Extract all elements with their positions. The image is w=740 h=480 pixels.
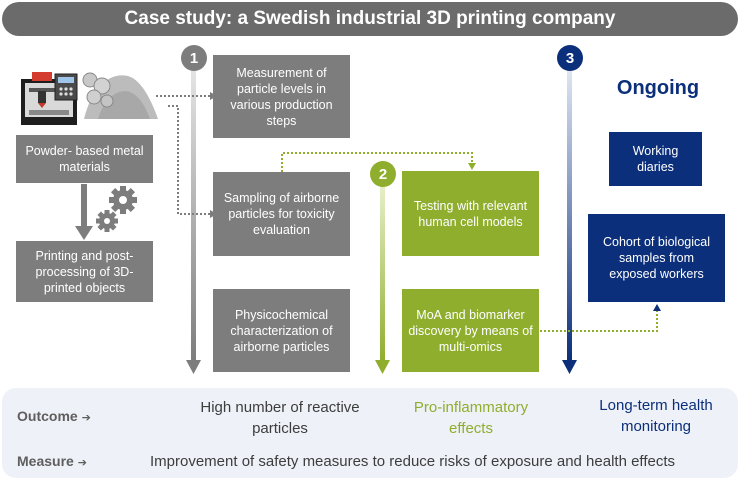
physicochemical-label: Physicochemical characterization of airb… — [230, 307, 333, 354]
measure-row-label: Measure ➔ — [17, 453, 87, 469]
cohort-arrowhead — [653, 304, 661, 311]
outcome-particles: High number of reactive particles — [200, 399, 360, 437]
testing-arrowhead — [468, 163, 476, 170]
outcome-inflammatory: Pro-inflammatory effects — [413, 399, 529, 437]
materials-to-printing-arrow — [75, 184, 93, 240]
cell-model-testing-label: Testing with relevant human cell models — [413, 198, 528, 229]
cell-model-testing-box: Testing with relevant human cell models — [402, 171, 539, 256]
measurement-box: Measurement of particle levels in variou… — [213, 55, 350, 138]
printing-postprocessing-label: Printing and post-processing of 3D-print… — [35, 248, 134, 295]
diagram-title: Case study: a Swedish industrial 3D prin… — [2, 2, 738, 36]
powder-metal-materials-box: Powder- based metal materials — [16, 135, 153, 183]
measure-arrow-icon: ➔ — [77, 457, 87, 469]
step-1-badge: 1 — [181, 45, 207, 71]
3d-printer-icon — [21, 72, 78, 125]
printing-postprocessing-box: Printing and post-processing of 3D-print… — [16, 241, 153, 302]
measure-text: Improvement of safety measures to reduce… — [150, 453, 675, 470]
dotted-connector-sampling-to-testing — [281, 152, 473, 172]
sampling-label: Sampling of airborne particles for toxic… — [223, 191, 340, 237]
outcome-arrow-icon: ➔ — [81, 412, 91, 424]
timeline-arrow-2 — [375, 186, 390, 374]
ongoing-heading: Ongoing — [616, 77, 700, 99]
powder-metal-materials-label: Powder- based metal materials — [25, 144, 144, 174]
timeline-arrow-1 — [186, 70, 201, 374]
biological-cohort-label: Cohort of biological samples from expose… — [602, 235, 710, 281]
measurement-label: Measurement of particle levels in variou… — [230, 65, 333, 128]
outcome-row-label: Outcome ➔ — [17, 408, 91, 424]
step-3-badge: 3 — [557, 45, 583, 71]
dotted-connector-to-measurement — [156, 95, 210, 215]
moa-biomarker-box: MoA and biomarker discovery by means of … — [402, 289, 539, 372]
working-diaries-box: Working diaries — [609, 132, 702, 186]
physicochemical-box: Physicochemical characterization of airb… — [213, 289, 350, 372]
biological-cohort-box: Cohort of biological samples from expose… — [588, 214, 725, 302]
step-2-badge: 2 — [370, 161, 396, 187]
sampling-box: Sampling of airborne particles for toxic… — [213, 172, 350, 256]
working-diaries-label: Working diaries — [632, 144, 679, 174]
measure-label-text: Measure — [17, 453, 74, 469]
moa-biomarker-label: MoA and biomarker discovery by means of … — [408, 307, 533, 354]
outcome-label-text: Outcome — [17, 408, 78, 424]
gears-icon — [96, 186, 137, 232]
metal-powder-icon — [82, 72, 158, 119]
dotted-connector-moa-to-cohort — [540, 310, 658, 332]
timeline-arrow-3 — [562, 70, 577, 374]
summary-panel — [2, 388, 738, 478]
outcome-health-monitoring: Long-term health monitoring — [599, 397, 713, 435]
